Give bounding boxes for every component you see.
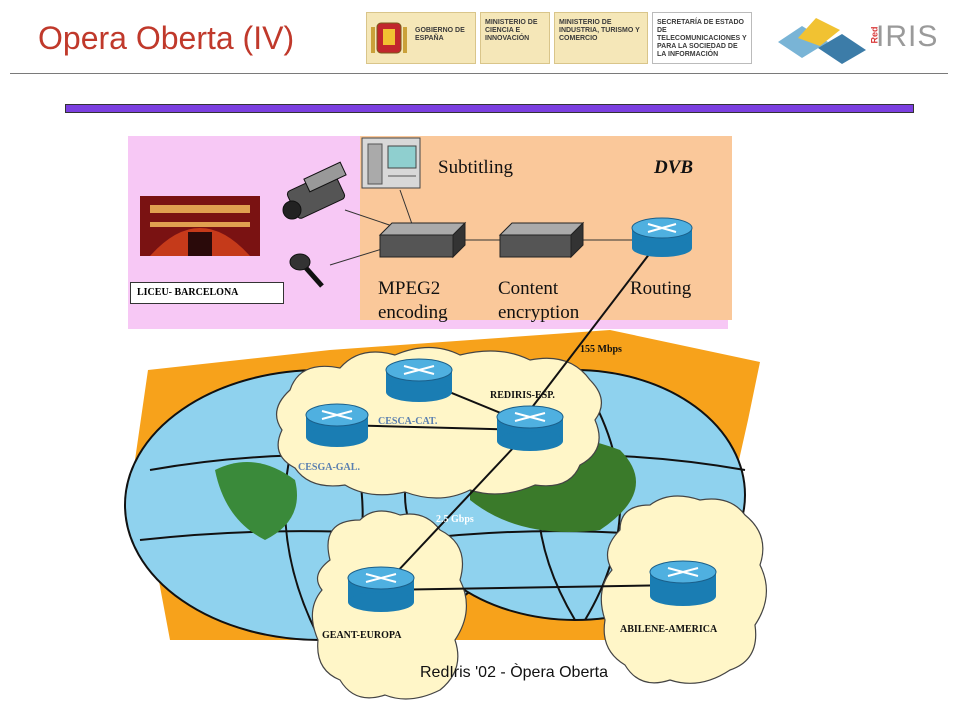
content-label: Content	[498, 278, 559, 299]
microphone-icon	[289, 253, 324, 288]
server-link	[399, 189, 413, 225]
encryption-label: encryption	[498, 302, 580, 323]
gobierno-text: GOBIERNO DE ESPAÑA	[415, 27, 465, 42]
router-dvb-icon	[631, 217, 693, 257]
router-cesca-icon	[385, 358, 453, 402]
geant-label: GEANT-EUROPA	[322, 630, 402, 641]
gobierno-logo: GOBIERNO DE ESPAÑA	[366, 12, 476, 64]
encoding-label: encoding	[378, 302, 448, 323]
link-155-label: 155 Mbps	[580, 344, 622, 355]
purple-bar	[65, 104, 914, 113]
gbps-center-label: 2.5 Gbps	[436, 514, 474, 525]
link-geant-abilene	[379, 584, 681, 591]
router-rediris-icon	[496, 405, 564, 451]
router-abilene-icon	[649, 560, 717, 606]
abilene-label: ABILENE-AMERICA	[620, 624, 718, 635]
coat-of-arms-icon	[371, 22, 407, 54]
rediris-label: REDIRIS-ESP.	[490, 390, 555, 401]
link-rediris-geant	[379, 429, 531, 591]
secretaria-logo: SECRETARÍA DE ESTADO DE TELECOMUNICACION…	[652, 12, 752, 64]
gbps-bottom-label: 2.5G	[498, 640, 519, 651]
mpeg2-encoder-icon	[378, 221, 467, 259]
ministerio-industria-logo: MINISTERIO DE INDUSTRIA, TURISMO Y COMER…	[554, 12, 648, 64]
link-155	[529, 239, 661, 411]
router-geant-icon	[347, 566, 415, 612]
encryption-device-icon	[498, 221, 585, 259]
subtitling-server-icon	[361, 137, 421, 189]
footer-text: RedIris '02 - Òpera Oberta	[420, 664, 609, 681]
slide-title: Opera Oberta (IV)	[38, 20, 295, 56]
routing-label: Routing	[630, 278, 692, 299]
subtitling-label: Subtitling	[438, 157, 513, 178]
rediris-iris-text: IRIS	[876, 20, 939, 53]
logo-banner: GOBIERNO DE ESPAÑA MINISTERIO DE CIENCIA…	[366, 12, 946, 67]
cesca-label: CESCA-CAT.	[378, 416, 438, 427]
camera-icon	[282, 161, 347, 220]
cesga-label: CESGA-GAL.	[298, 462, 360, 473]
theater-image	[140, 196, 260, 256]
rediris-logo	[778, 18, 866, 64]
title-divider	[10, 73, 948, 74]
router-cesga-icon	[305, 403, 369, 447]
ministerio-ciencia-logo: MINISTERIO DE CIENCIA E INNOVACIÓN	[480, 12, 550, 64]
dvb-label: DVB	[654, 157, 694, 178]
cloud-center	[275, 346, 602, 499]
mpeg2-label: MPEG2	[378, 278, 441, 299]
liceu-label: LICEU- BARCELONA	[130, 282, 284, 304]
